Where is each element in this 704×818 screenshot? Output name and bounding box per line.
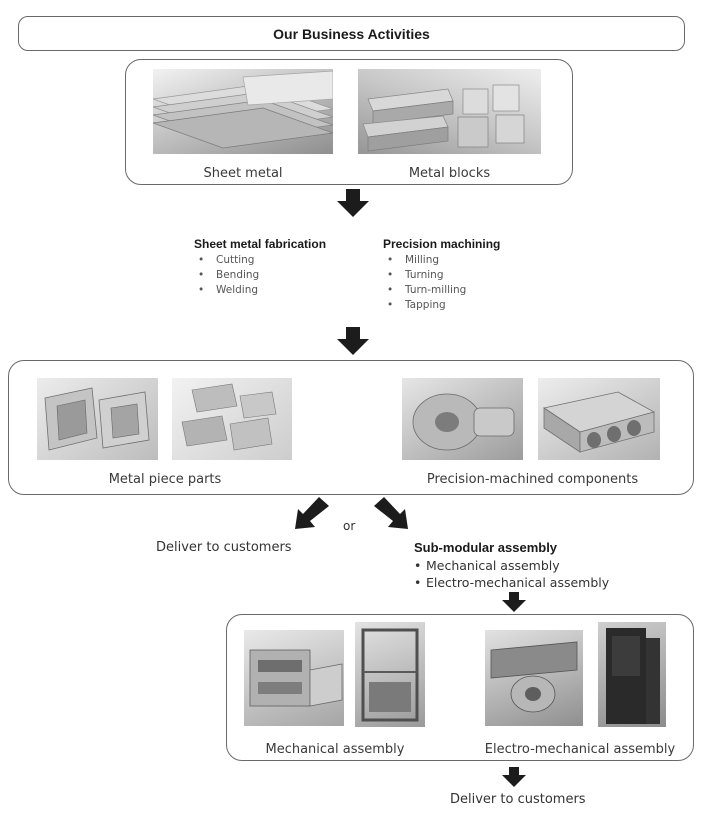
fabrication-list: •Cutting •Bending •Welding: [198, 253, 259, 298]
metal-blocks-caption: Metal blocks: [408, 166, 491, 181]
sheet-metal-photo: [153, 69, 333, 154]
list-item: •Electro-mechanical assembly: [414, 575, 610, 590]
list-item: •Turn-milling: [387, 284, 467, 296]
electro-mechanical-photo-1: [485, 630, 583, 726]
down-arrow-icon: [337, 189, 369, 217]
or-label: or: [343, 519, 356, 533]
mechanical-assembly-photo-1: [244, 630, 344, 726]
metal-piece-parts-photo-2: [172, 378, 292, 460]
list-item: •Turning: [387, 269, 444, 281]
submodular-heading: Sub-modular assembly: [414, 540, 558, 555]
machining-heading: Precision machining: [383, 237, 501, 251]
deliver-to-customers-bottom: Deliver to customers: [450, 792, 586, 807]
mechanical-assembly-caption: Mechanical assembly: [265, 742, 405, 757]
precision-components-caption: Precision-machined components: [426, 472, 639, 487]
down-arrow-icon: [502, 592, 526, 612]
title-box: Our Business Activities: [18, 16, 685, 51]
sheet-metal-caption: Sheet metal: [203, 166, 283, 181]
precision-component-photo-2: [538, 378, 660, 460]
down-arrow-icon: [337, 327, 369, 355]
metal-piece-parts-caption: Metal piece parts: [108, 472, 222, 487]
diagonal-arrow-left-icon: [295, 497, 329, 529]
electro-mechanical-assembly-caption: Electro-mechanical assembly: [484, 742, 676, 757]
list-item: •Milling: [387, 254, 440, 266]
submodular-list: •Mechanical assembly •Electro-mechanical…: [414, 557, 609, 591]
metal-piece-parts-photo-1: [37, 378, 158, 460]
precision-component-photo-1: [402, 378, 523, 460]
down-arrow-icon: [502, 767, 526, 787]
list-item: •Tapping: [387, 299, 446, 311]
diagonal-arrow-right-icon: [374, 497, 408, 529]
list-item: •Mechanical assembly: [414, 558, 560, 573]
electro-mechanical-photo-2: [598, 622, 666, 727]
list-item: •Bending: [198, 269, 260, 281]
mechanical-assembly-photo-2: [355, 622, 425, 727]
fabrication-heading: Sheet metal fabrication: [194, 237, 327, 251]
metal-blocks-photo: [358, 69, 541, 154]
list-item: •Welding: [198, 284, 259, 296]
deliver-to-customers-left: Deliver to customers: [156, 540, 292, 555]
machining-list: •Milling •Turning •Turn-milling •Tapping: [387, 253, 466, 313]
page-title: Our Business Activities: [273, 25, 430, 42]
list-item: •Cutting: [198, 254, 255, 266]
